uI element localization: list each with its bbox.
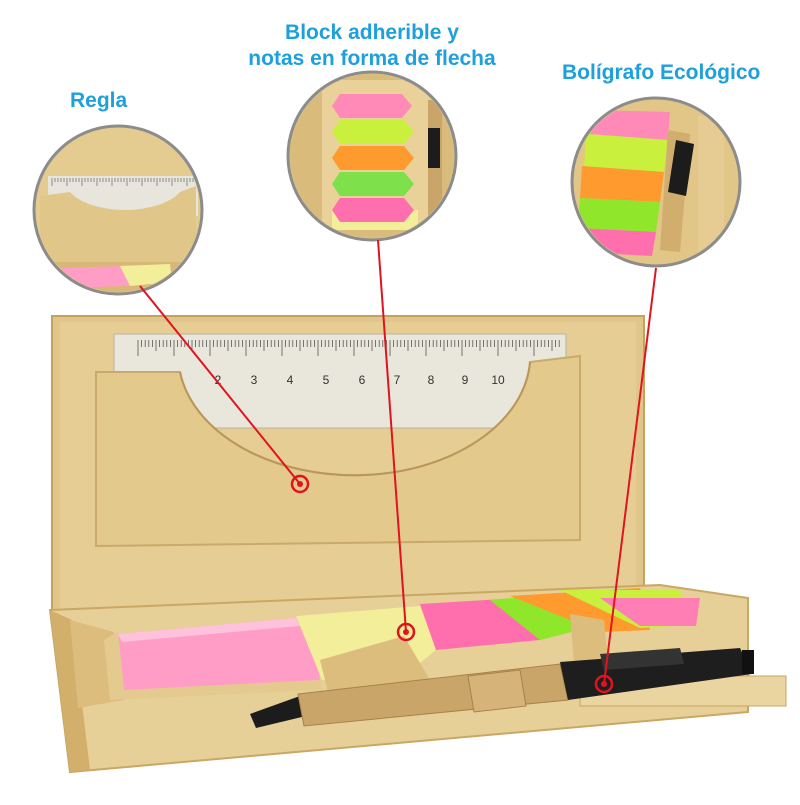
ruler-tick-label: 9	[462, 373, 469, 387]
zoom-circle-pen	[570, 96, 742, 268]
callout-block-line1: Block adherible y	[285, 21, 459, 44]
ruler-pocket	[95, 354, 581, 548]
ruler-tick-label: 10	[491, 373, 505, 387]
callout-regla-label: Regla	[70, 89, 128, 112]
ruler-tick-label: 8	[428, 373, 435, 387]
ruler-tick-label: 2	[215, 373, 222, 387]
marker-boligrafo	[594, 674, 614, 694]
leader-lines	[139, 239, 657, 685]
ruler-ticks	[137, 340, 560, 356]
ruler-tick-label: 7	[394, 373, 401, 387]
ruler-tick-label: 5	[323, 373, 330, 387]
callout-block-label: Block adherible y notas en forma de flec…	[232, 20, 512, 72]
ruler-tick-label: 3	[251, 373, 258, 387]
ruler-labels: 2 3 4 5 6 7 8 9 10	[215, 373, 505, 387]
eco-pen	[250, 648, 754, 728]
zoom-circle-ruler	[32, 124, 204, 296]
callout-boligrafo-label: Bolígrafo Ecológico	[562, 61, 761, 84]
marker-regla	[290, 474, 310, 494]
marker-block	[396, 622, 416, 642]
ruler-tick-label: 6	[359, 373, 366, 387]
callout-block-line2: notas en forma de flecha	[248, 47, 496, 70]
zoom-circle-arrow-notes	[286, 70, 458, 242]
ruler-tick-label: 4	[287, 373, 294, 387]
